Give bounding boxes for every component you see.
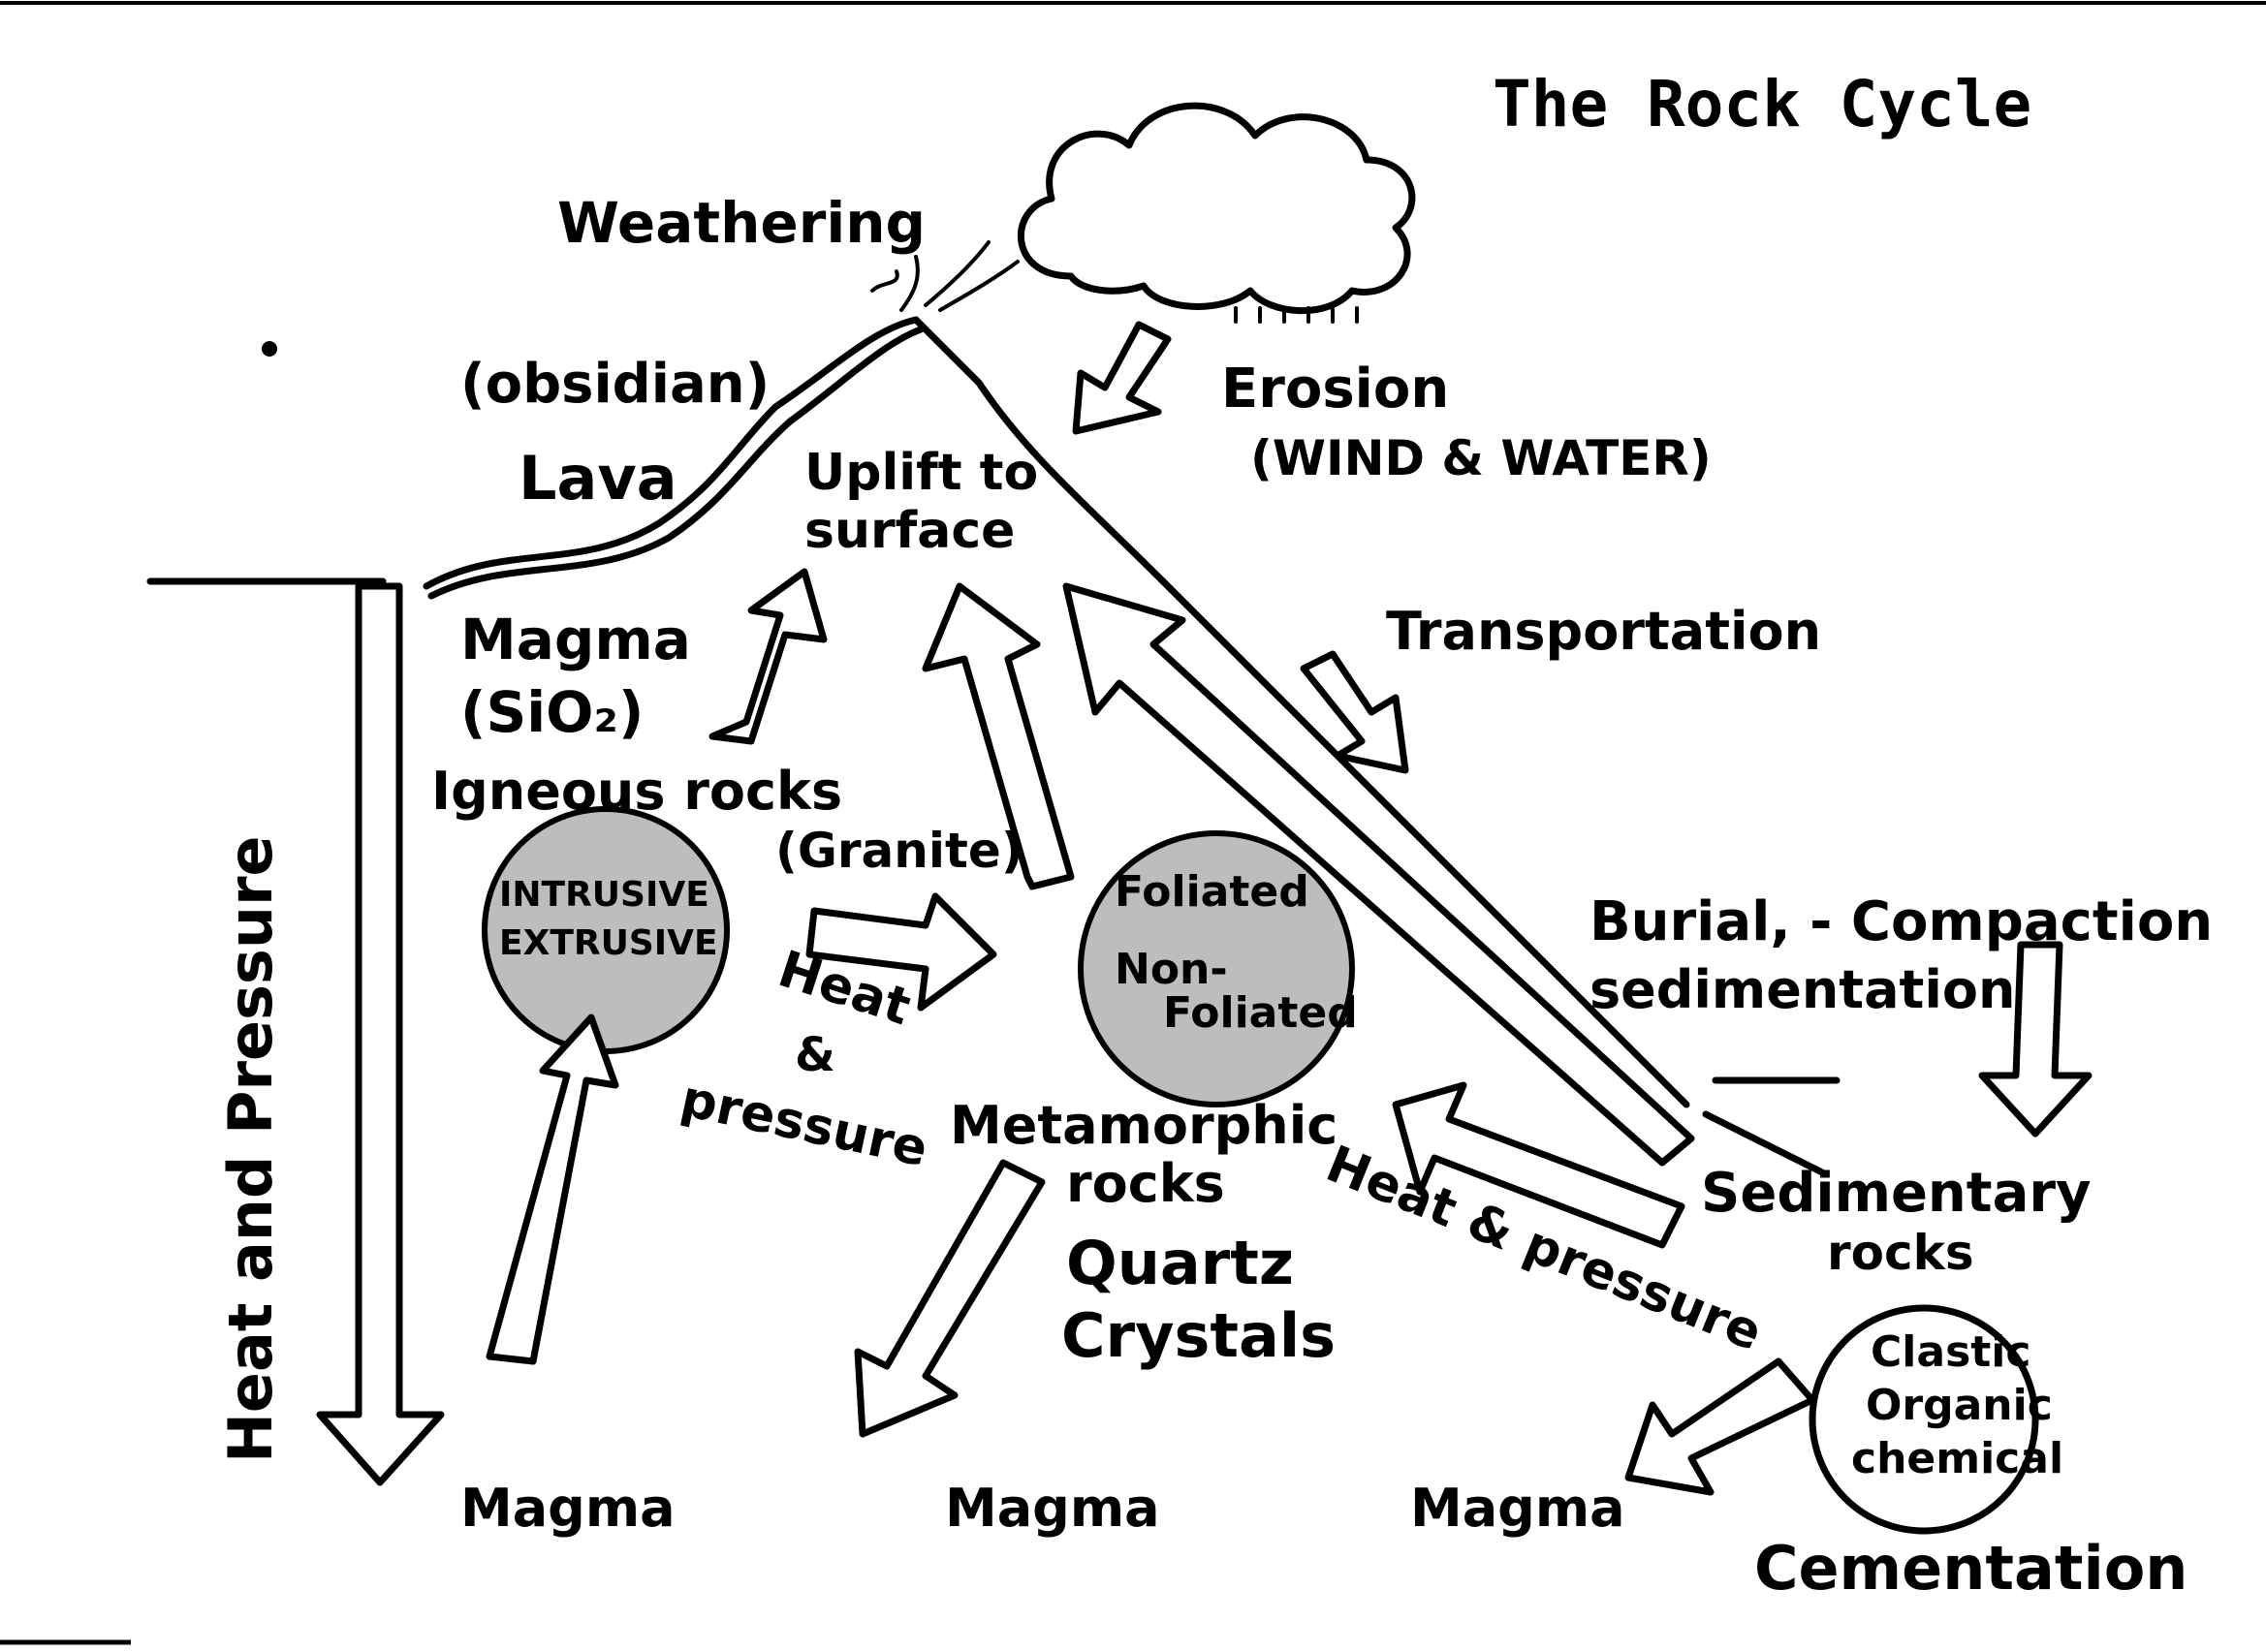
label-sedimentary-1: Sedimentary bbox=[1701, 1162, 2091, 1225]
label-cementation: Cementation bbox=[1754, 1533, 2187, 1604]
label-heat-amp: & bbox=[795, 1028, 835, 1082]
arrow-uplift-right bbox=[922, 582, 1075, 890]
arrow-sedimentary-uplift bbox=[1062, 582, 1695, 1167]
label-quartz: Quartz bbox=[1066, 1228, 1294, 1298]
label-granite: (Granite) bbox=[775, 823, 1023, 879]
label-burial-compaction: Burial, - Compaction bbox=[1589, 890, 2213, 953]
label-lava: Lava bbox=[519, 443, 677, 514]
label-erosion-agents: (WIND & WATER) bbox=[1250, 430, 1712, 486]
label-chemical: chemical bbox=[1851, 1434, 2063, 1483]
arrow-magma-to-igneous bbox=[486, 1013, 619, 1365]
rain-icon bbox=[1234, 306, 1359, 324]
label-uplift-2: surface bbox=[804, 502, 1015, 560]
label-magma-top: Magma bbox=[460, 607, 691, 672]
arrow-sedimentary-to-magma bbox=[1624, 1357, 1816, 1496]
arrow-sedimentary-to-metamorphic bbox=[1392, 1081, 1685, 1249]
diagram-title: The Rock Cycle bbox=[1493, 67, 2031, 141]
label-non-foliated-1: Non- bbox=[1115, 945, 1228, 994]
label-erosion: Erosion bbox=[1221, 358, 1449, 421]
arrow-transportation bbox=[1300, 650, 1409, 774]
label-extrusive: EXTRUSIVE bbox=[499, 923, 718, 963]
label-sedimentation: sedimentation bbox=[1589, 959, 2015, 1020]
label-organic: Organic bbox=[1866, 1381, 2053, 1430]
sedimentary-types-disk bbox=[1809, 1304, 2039, 1535]
arrow-heat-pressure-down bbox=[316, 582, 445, 1486]
label-magma-bottom-middle: Magma bbox=[945, 1478, 1160, 1539]
label-foliated: Foliated bbox=[1115, 867, 1309, 917]
arrow-burial-compaction bbox=[1978, 941, 2093, 1138]
label-metamorphic-2: rocks bbox=[1066, 1153, 1225, 1214]
label-intrusive: INTRUSIVE bbox=[499, 875, 709, 915]
label-weathering: Weathering bbox=[557, 190, 926, 256]
volcano-icon bbox=[423, 240, 1826, 1176]
label-uplift-1: Uplift to bbox=[804, 444, 1038, 502]
label-magma-bottom-left: Magma bbox=[460, 1478, 676, 1539]
arrow-metamorphic-to-magma bbox=[854, 1159, 1046, 1438]
label-sedimentary-2: rocks bbox=[1827, 1225, 1974, 1281]
label-non-foliated-2: Foliated bbox=[1163, 988, 1358, 1038]
dot-mark bbox=[262, 341, 277, 357]
label-magma-formula: (SiO₂) bbox=[460, 679, 644, 745]
label-crystals: Crystals bbox=[1061, 1300, 1336, 1371]
metamorphic-rock-disk bbox=[1078, 830, 1355, 1107]
label-obsidian: (obsidian) bbox=[460, 353, 770, 416]
label-clastic: Clastic bbox=[1871, 1327, 2030, 1377]
label-transportation: Transportation bbox=[1386, 601, 1821, 662]
arrow-uplift-left bbox=[708, 568, 828, 745]
arrow-igneous-to-metamorphic bbox=[805, 892, 997, 1012]
label-heat-pressure-vertical: Heat and Pressure bbox=[215, 835, 286, 1463]
cloud-icon bbox=[1018, 102, 1416, 315]
label-pressure-middle: pressure bbox=[676, 1070, 932, 1178]
arrow-erosion bbox=[1072, 321, 1172, 435]
label-magma-bottom-right: Magma bbox=[1410, 1478, 1625, 1539]
label-metamorphic-1: Metamorphic bbox=[950, 1095, 1338, 1156]
